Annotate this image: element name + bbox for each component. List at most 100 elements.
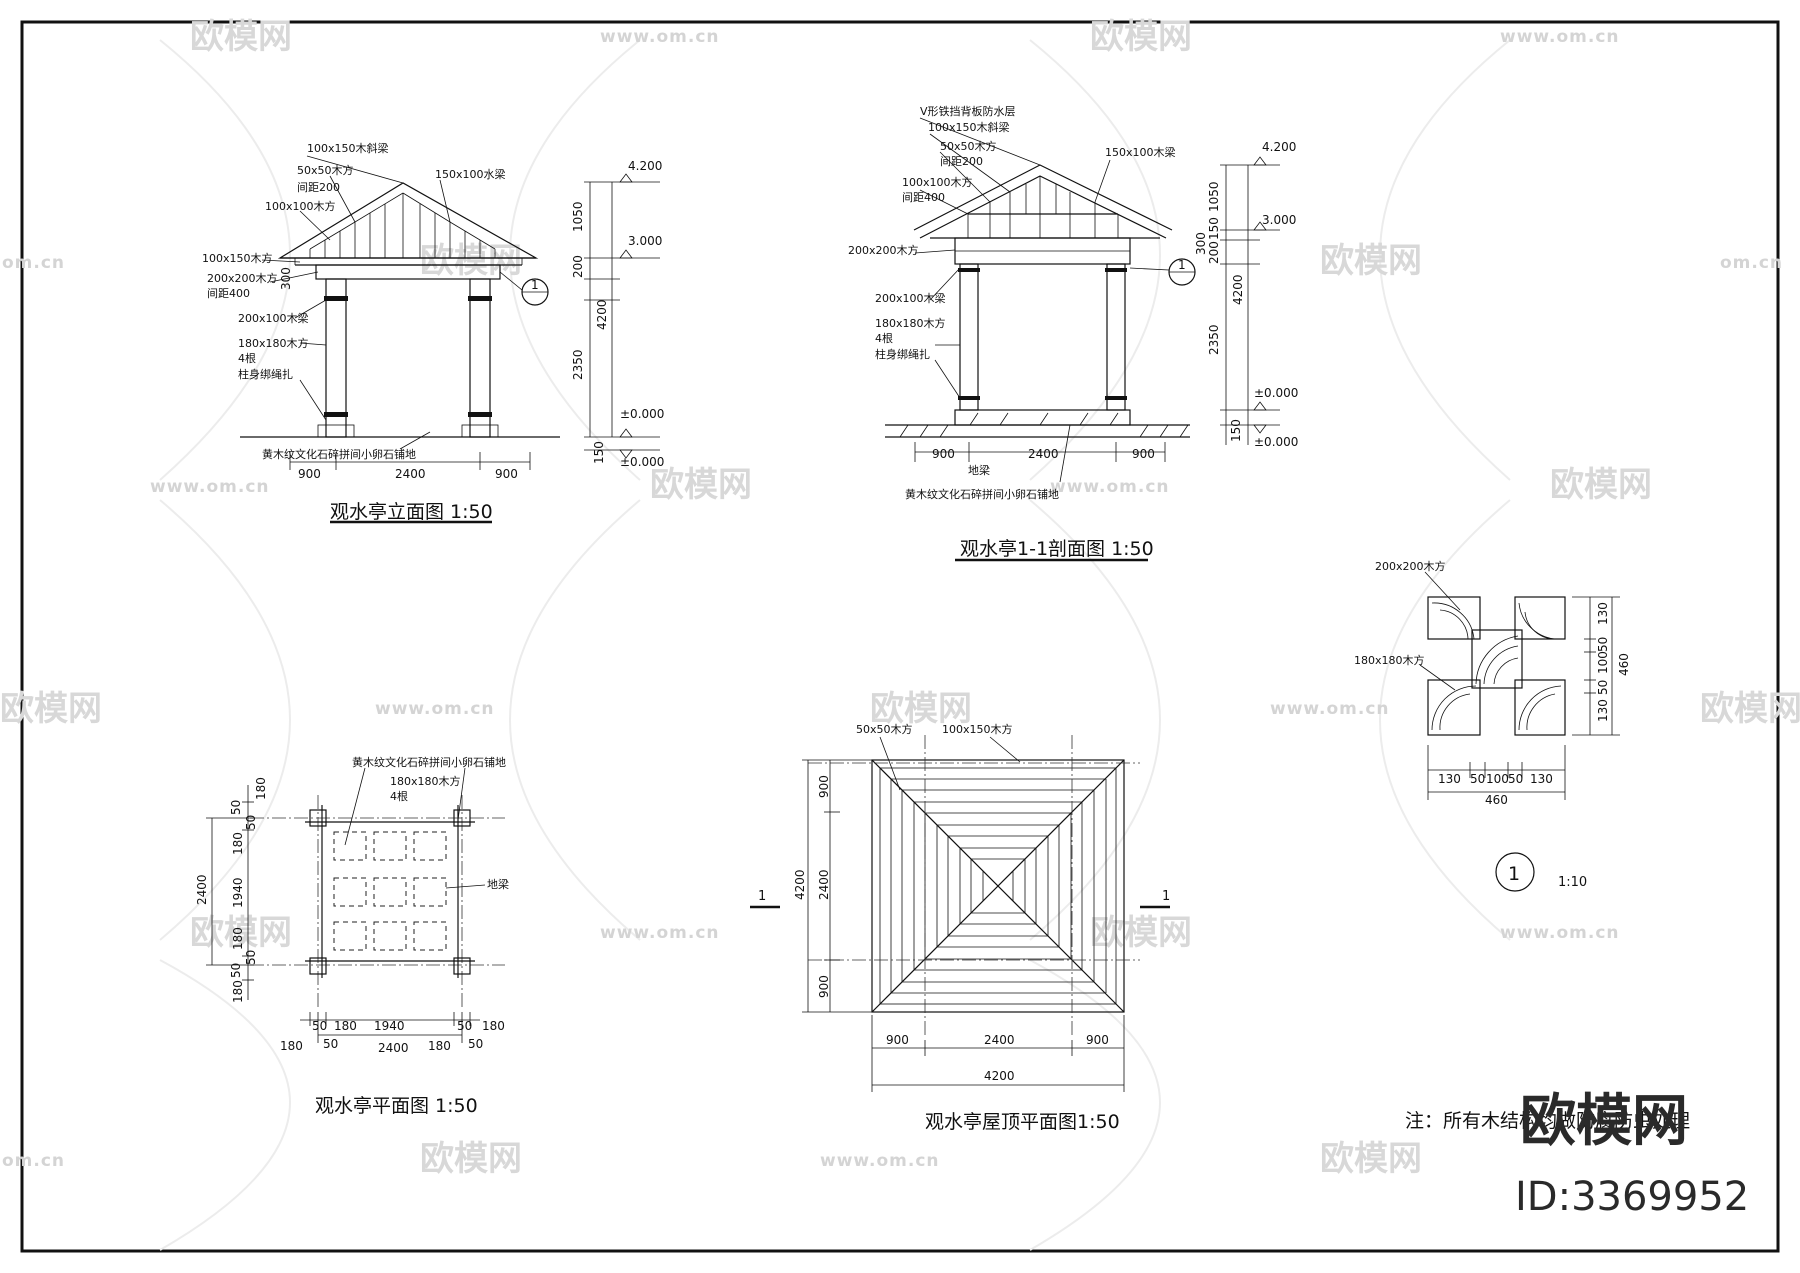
detail-tag-number: 1 xyxy=(1508,863,1520,885)
level-3000: 3.000 xyxy=(628,234,662,248)
dim-2400: 2400 xyxy=(195,874,209,905)
detail-tag-circle xyxy=(1495,852,1535,892)
label-square200: 200x200木方 xyxy=(1375,559,1446,573)
level-zero: ±0.000 xyxy=(620,407,664,421)
sheet-border xyxy=(20,20,1780,1253)
section-cut-mark: 1 xyxy=(758,889,766,904)
dim-180: 180 xyxy=(231,927,245,950)
watermark-brand: 欧模网 xyxy=(870,689,972,729)
dim-130: 130 xyxy=(1438,772,1461,786)
plan-texts: 黄木纹文化石碎拼间小卵石铺地 180x180木方 4根 地梁 180 50 50… xyxy=(195,755,509,1117)
dim-2350: 2350 xyxy=(1207,324,1221,355)
dim-180: 180 xyxy=(231,980,245,1003)
label-purlin-spacing: 间距200 xyxy=(297,181,340,194)
dim-1940: 1940 xyxy=(374,1019,405,1033)
watermark-brand: 欧模网 xyxy=(1550,465,1652,505)
label-roof-membrane: V形铁挡背板防水层 xyxy=(920,104,1016,118)
dim-100: 100 xyxy=(1486,772,1509,786)
watermark-url: www.om.cn xyxy=(1500,27,1620,47)
watermark-url: om.cn xyxy=(1720,253,1783,273)
level-4200: 4.200 xyxy=(628,159,662,173)
label-beam200x100: 200x100木梁 xyxy=(875,291,946,305)
section-column-left xyxy=(959,263,979,411)
label-spacing400: 间距400 xyxy=(902,191,945,204)
dim-180: 180 xyxy=(482,1019,505,1033)
dim-1050: 1050 xyxy=(1207,181,1221,212)
dim-1940: 1940 xyxy=(231,877,245,908)
label-water-beam: 150x100木梁 xyxy=(1105,145,1176,159)
label-column-base: 柱身绑绳扎 xyxy=(875,347,930,361)
dim-900: 900 xyxy=(932,447,955,461)
dim-200: 200 xyxy=(1207,241,1221,264)
dim-180: 180 xyxy=(254,777,268,800)
level-4200: 4.200 xyxy=(1262,140,1296,154)
dim-900: 900 xyxy=(1086,1033,1109,1047)
dim-50: 50 xyxy=(457,1019,472,1033)
dim-4200: 4200 xyxy=(1231,274,1245,305)
roof-boards xyxy=(890,778,1107,994)
dim-50: 50 xyxy=(323,1037,338,1051)
dim-300: 300 xyxy=(1194,232,1208,255)
dim-900: 900 xyxy=(817,775,831,798)
brand-id: ID:3369952 xyxy=(1515,1174,1749,1220)
dim-100: 100 xyxy=(1596,651,1610,674)
label-beam200x100: 200x100木梁 xyxy=(238,311,309,325)
label-water-beam: 150x100水梁 xyxy=(435,167,506,181)
dim-50: 50 xyxy=(468,1037,483,1051)
watermark-brand: 欧模网 xyxy=(1700,689,1800,729)
label-column-count: 4根 xyxy=(238,351,256,365)
dim-2400: 2400 xyxy=(395,467,426,481)
dim-150: 150 xyxy=(1229,419,1243,442)
elevation-rafters xyxy=(309,192,496,258)
label-ground-beam: 地梁 xyxy=(487,877,509,891)
dim-900: 900 xyxy=(298,467,321,481)
elevation-texts: 100x150木斜梁 50x50木方 间距200 150x100水梁 100x1… xyxy=(202,141,664,523)
label-purlin: 50x50木方 xyxy=(940,139,997,153)
roof-plan-texts: 50x50木方 100x150木方 900 2400 900 4200 900 … xyxy=(758,722,1170,1133)
dim-900: 900 xyxy=(817,975,831,998)
dim-50: 50 xyxy=(312,1019,327,1033)
dim-2350: 2350 xyxy=(571,349,585,380)
dim-2400: 2400 xyxy=(984,1033,1015,1047)
dim-4200: 4200 xyxy=(793,869,807,900)
general-note: 注：所有木结构均做防腐防虫处理 xyxy=(1405,1110,1690,1132)
watermark-brand: 欧模网 xyxy=(420,1139,522,1179)
dim-130: 130 xyxy=(1596,699,1610,722)
column-detail xyxy=(1419,571,1620,892)
dim-4200: 4200 xyxy=(984,1069,1015,1083)
watermark-url: www.om.cn xyxy=(150,477,270,497)
label-column-base: 柱身绑绳扎 xyxy=(238,367,293,381)
label-column: 180x180木方 xyxy=(1354,653,1425,667)
detail-tag-number: 1 xyxy=(531,278,539,292)
label-square100x150: 100x150木方 xyxy=(202,251,273,265)
dim-1050: 1050 xyxy=(571,201,585,232)
label-purlin: 50x50木方 xyxy=(856,722,913,736)
dim-900: 900 xyxy=(495,467,518,481)
watermark-url: www.om.cn xyxy=(375,699,495,719)
watermark-brand: 欧模网 xyxy=(420,241,522,281)
watermarks: 欧模网 www.om.cn 欧模网 www.om.cn om.cn 欧模网 欧模… xyxy=(0,17,1800,1179)
dim-180: 180 xyxy=(231,832,245,855)
plan-title: 观水亭平面图 1:50 xyxy=(315,1095,478,1117)
plan-paving-grid xyxy=(333,831,447,951)
watermark-brand: 欧模网 xyxy=(1320,241,1422,281)
level-3000: 3.000 xyxy=(1262,213,1296,227)
label-column: 180x180木方 xyxy=(238,336,309,350)
dim-460: 460 xyxy=(1617,653,1631,676)
section-column-right xyxy=(1106,263,1126,411)
watermark-brand: 欧模网 xyxy=(0,689,102,729)
dim-300: 300 xyxy=(279,267,293,290)
elevation-title: 观水亭立面图 1:50 xyxy=(330,501,493,523)
dim-50: 50 xyxy=(229,800,243,815)
roof-plan-title: 观水亭屋顶平面图1:50 xyxy=(925,1111,1120,1133)
dim-200: 200 xyxy=(571,255,585,278)
label-purlin-spacing: 间距200 xyxy=(940,155,983,168)
detail-scale: 1:10 xyxy=(1558,875,1587,890)
label-square: 100x150木方 xyxy=(942,722,1013,736)
watermark-brand: 欧模网 xyxy=(650,465,752,505)
watermark-url: www.om.cn xyxy=(1270,699,1390,719)
level-zero: ±0.000 xyxy=(1254,386,1298,400)
label-ground-beam: 地梁 xyxy=(968,463,990,477)
watermark-url: www.om.cn xyxy=(1050,477,1170,497)
watermark-url: www.om.cn xyxy=(600,27,720,47)
